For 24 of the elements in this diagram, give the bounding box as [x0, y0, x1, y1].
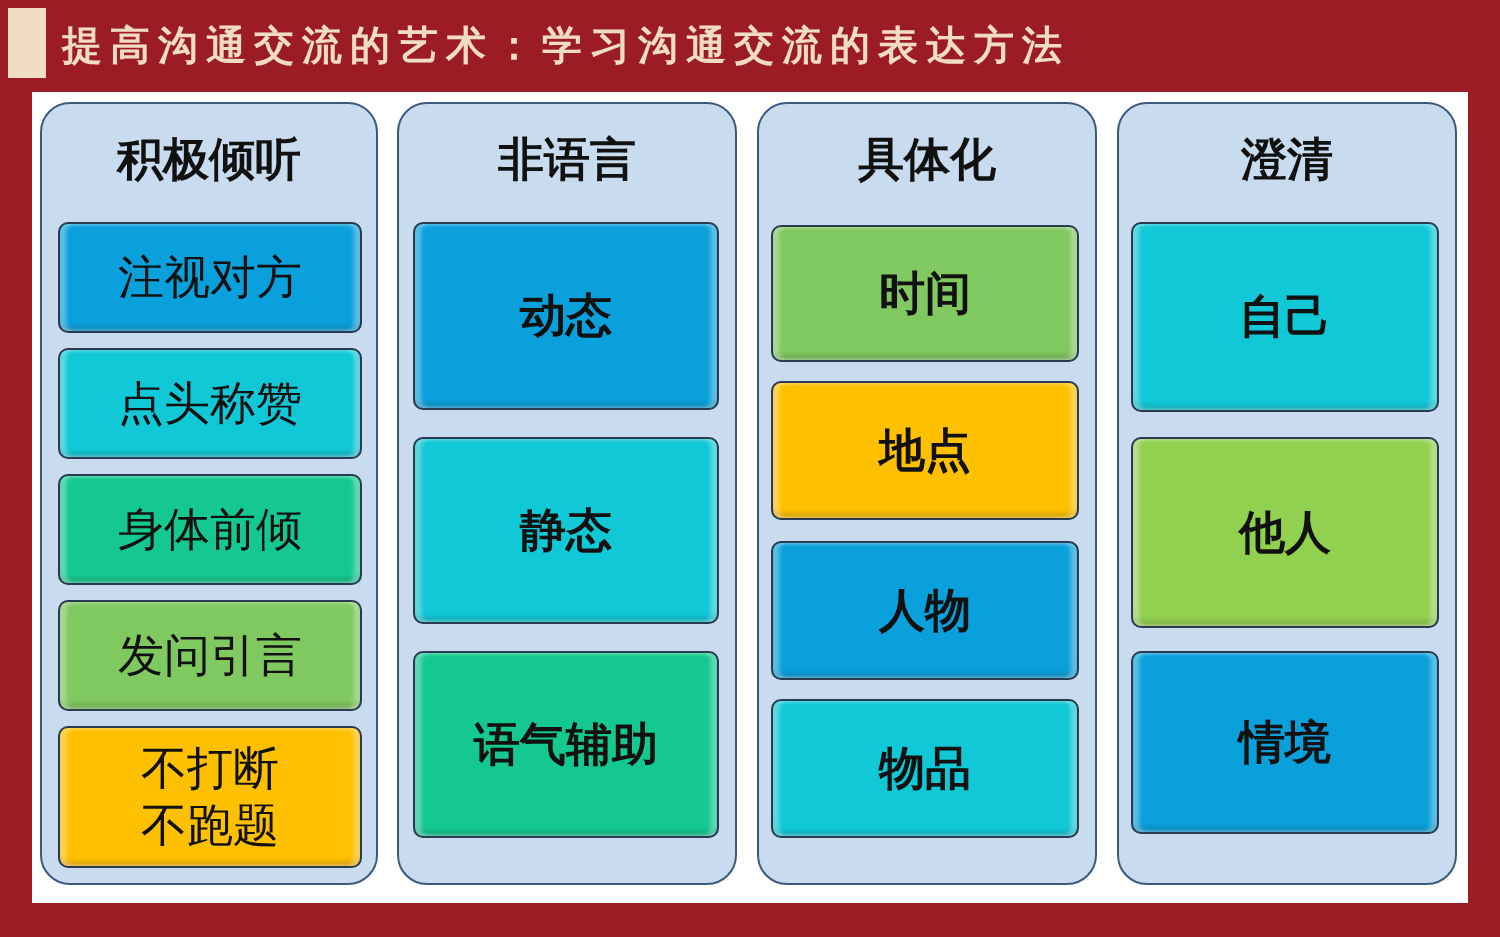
- item-box: 地点: [771, 381, 1079, 520]
- column-heading: 非语言: [497, 134, 637, 185]
- item-box: 人物: [771, 541, 1079, 680]
- column-panel: [1117, 102, 1457, 885]
- column-panel: [397, 102, 737, 885]
- item-box: 时间: [771, 225, 1079, 362]
- item-box: 发问引言: [58, 600, 362, 711]
- item-box: 他人: [1131, 437, 1439, 628]
- column-heading: 具体化: [857, 134, 997, 185]
- item-box: 情境: [1131, 651, 1439, 834]
- column-panel: [40, 102, 378, 885]
- item-box: 身体前倾: [58, 474, 362, 585]
- item-box: 物品: [771, 699, 1079, 838]
- item-box: 动态: [413, 222, 719, 410]
- item-box: 自己: [1131, 222, 1439, 412]
- item-box: 点头称赞: [58, 348, 362, 459]
- column-heading: 澄清: [1240, 134, 1334, 185]
- title: 提高沟通交流的艺术：学习沟通交流的表达方法: [62, 21, 1070, 70]
- item-box: 语气辅助: [413, 651, 719, 838]
- item-box: 不打断不跑题: [58, 726, 362, 868]
- column-heading: 积极倾听: [115, 134, 302, 185]
- column-panel: [757, 102, 1097, 885]
- item-box: 静态: [413, 437, 719, 624]
- item-box: 注视对方: [58, 222, 362, 333]
